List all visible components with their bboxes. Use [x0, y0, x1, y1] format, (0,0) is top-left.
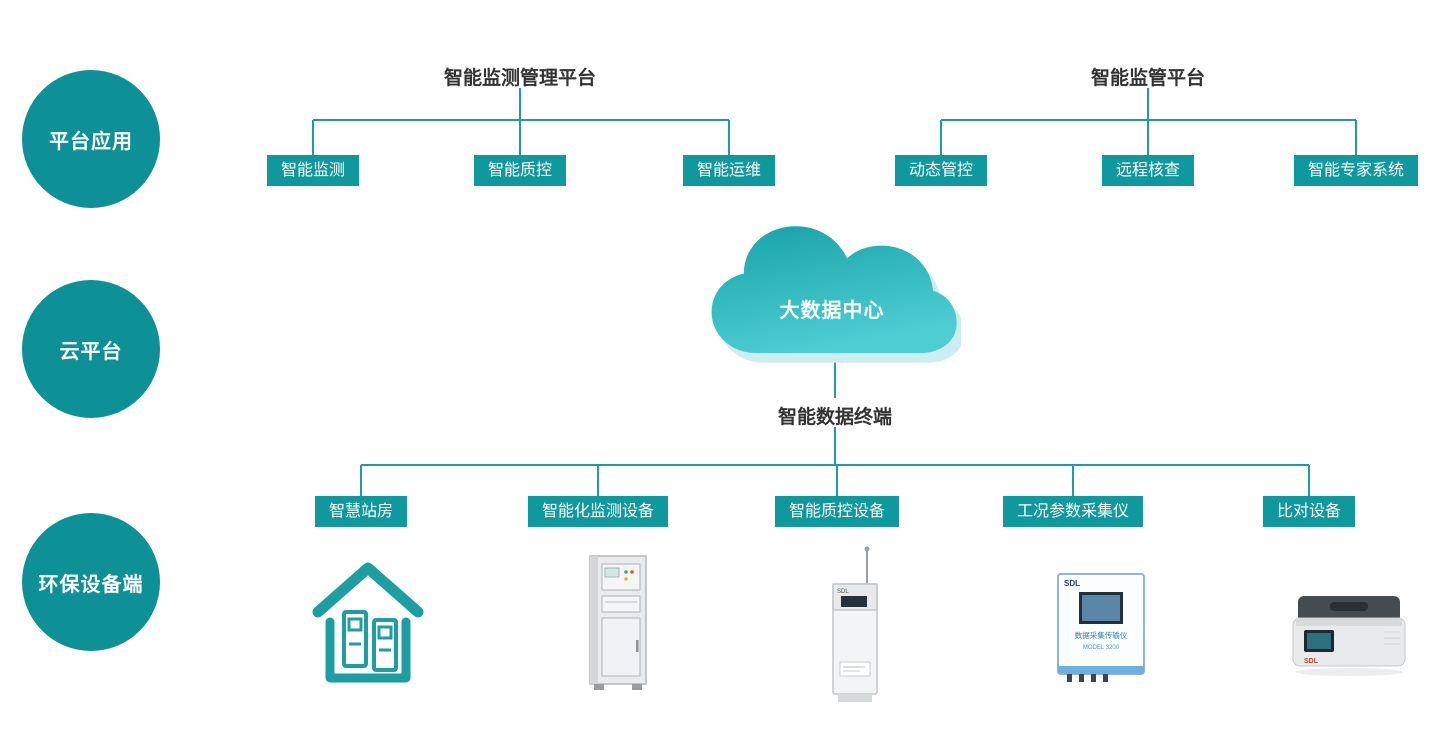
rail-item-device-side: 环保设备端: [22, 513, 160, 651]
node-qc-equipment: 智能质控设备: [774, 496, 900, 527]
collector-brand-label: SDL: [1064, 579, 1080, 588]
comparator-brand-label: SDL: [1304, 658, 1319, 665]
rail-item-cloud-platform: 云平台: [22, 280, 160, 418]
node-remote-verification: 远程核查: [1101, 155, 1195, 186]
node-intelligent-om: 智能运维: [682, 155, 776, 186]
collector-name-label: 数据采集传输仪: [1075, 630, 1128, 640]
node-intelligent-qc: 智能质控: [473, 155, 567, 186]
qc-device-icon: SDL: [820, 544, 890, 711]
rail-item-label: 环保设备端: [38, 573, 144, 596]
monitoring-platform-title: 智能监测管理平台: [443, 68, 597, 89]
big-data-cloud: 大数据中心: [703, 212, 965, 376]
rail-item-label: 平台应用: [49, 130, 133, 153]
monitoring-cabinet-icon: [578, 552, 658, 697]
node-dynamic-control: 动态管控: [894, 155, 988, 186]
node-smart-station: 智慧站房: [314, 496, 408, 527]
rail-item-label: 云平台: [59, 340, 123, 363]
node-expert-system: 智能专家系统: [1293, 155, 1419, 186]
comparator-icon: SDL: [1288, 592, 1410, 687]
rail-item-platform-application: 平台应用: [22, 70, 160, 208]
cloud-icon: [711, 226, 965, 363]
node-intelligent-monitoring: 智能监测: [266, 155, 360, 186]
node-parameter-collector: 工况参数采集仪: [1002, 496, 1144, 527]
data-collector-icon: SDL 数据采集传输仪 MODEL 3200: [1053, 570, 1149, 691]
node-comparison-equipment: 比对设备: [1262, 496, 1356, 527]
supervision-platform-title: 智能监管平台: [1090, 68, 1206, 89]
node-monitoring-equipment: 智能化监测设备: [527, 496, 669, 527]
collector-model-label: MODEL 3200: [1083, 645, 1120, 651]
cloud-label: 大数据中心: [779, 300, 885, 322]
data-terminal-title: 智能数据终端: [777, 407, 893, 428]
station-house-icon: [308, 556, 428, 693]
qc-brand-label: SDL: [837, 589, 849, 595]
